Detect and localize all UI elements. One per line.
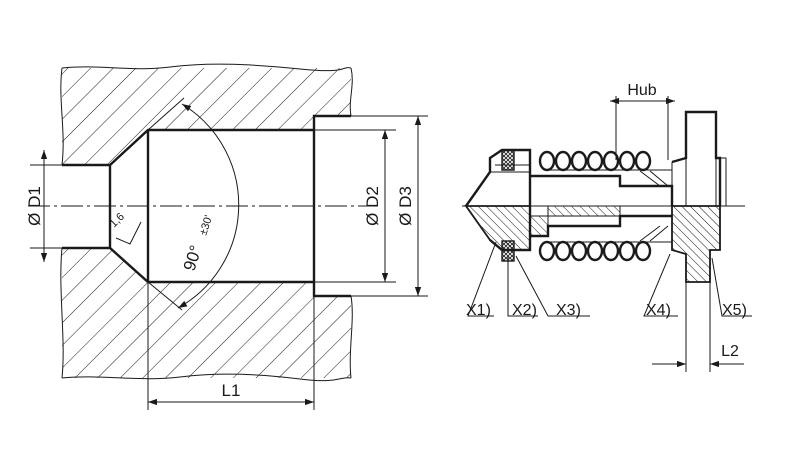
head-outline [671, 110, 722, 206]
x2-label: X2) [512, 302, 537, 319]
x5-leader [711, 257, 752, 317]
d2-label: Ø D2 [363, 186, 382, 226]
bore-section: Ø D1 Ø D2 Ø D3 90° ±30' 1,6 L1 [25, 63, 428, 410]
bore-contour [62, 114, 351, 298]
angle-arc [177, 103, 240, 309]
spring-coils [538, 150, 672, 262]
workpiece-hatch [62, 68, 351, 378]
d1-label: Ø D1 [25, 186, 44, 226]
x3-label: X3) [556, 302, 581, 319]
x4-label: X4) [646, 302, 671, 319]
hub-label: Hub [627, 82, 656, 99]
x2-leader [507, 256, 538, 317]
sleeve-section [464, 205, 531, 251]
x5-label: X5) [722, 302, 747, 319]
l1-label: L1 [222, 381, 241, 400]
collar-top [501, 149, 515, 171]
x4-leader [643, 253, 678, 317]
break-line-top [61, 63, 352, 72]
head-section [671, 205, 721, 283]
x1-leader [467, 241, 497, 317]
x3-leader [515, 255, 590, 317]
x1-label: X1) [466, 302, 491, 319]
break-line-left [60, 67, 64, 379]
l2-label: L2 [721, 343, 739, 360]
angle-tolerance-label: ±30' [197, 214, 215, 237]
break-line-right [349, 67, 353, 379]
angle-label: 90° [180, 243, 206, 273]
break-line-bottom [61, 373, 352, 382]
spring-plunger: Hub L2 X1) X2) X3) X4) X5) [462, 82, 752, 372]
roughness-symbol [115, 221, 142, 245]
d3-label: Ø D3 [396, 186, 415, 226]
